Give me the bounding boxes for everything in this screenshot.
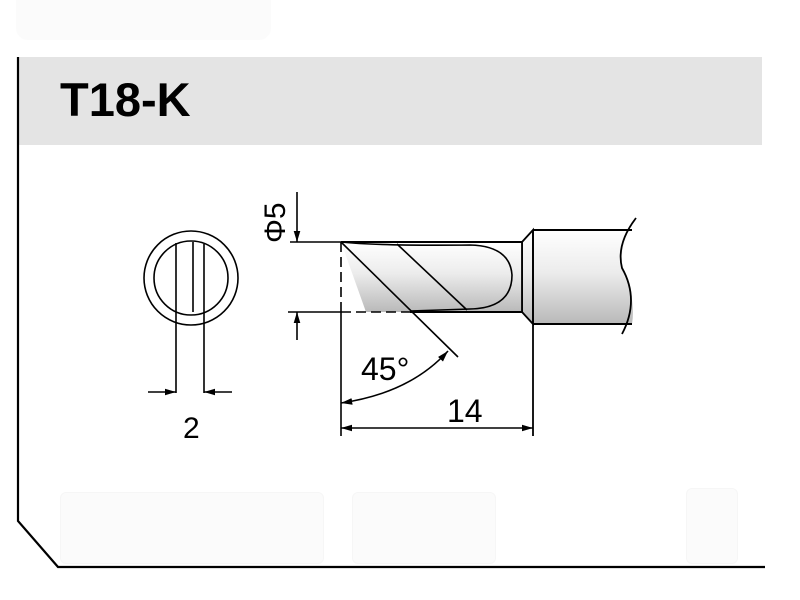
tip-body [340, 241, 523, 358]
angle-dimension [340, 350, 449, 405]
header-band [18, 57, 762, 145]
page-frame [16, 57, 765, 569]
faded-footer-box [60, 492, 324, 564]
diameter-dimension [288, 192, 341, 340]
end-view [143, 230, 239, 396]
length-dimension-label: 14 [447, 393, 483, 429]
shank [533, 217, 637, 335]
faded-top-tab [16, 0, 271, 40]
width-dimension-label: 2 [183, 412, 200, 445]
collar [521, 227, 534, 436]
faded-footer-box [352, 492, 496, 564]
diameter-dimension-label: Φ5 [259, 202, 292, 243]
angle-dimension-label: 45° [361, 351, 409, 387]
faded-footer-box [686, 488, 738, 564]
page-title: T18-K [60, 73, 191, 126]
